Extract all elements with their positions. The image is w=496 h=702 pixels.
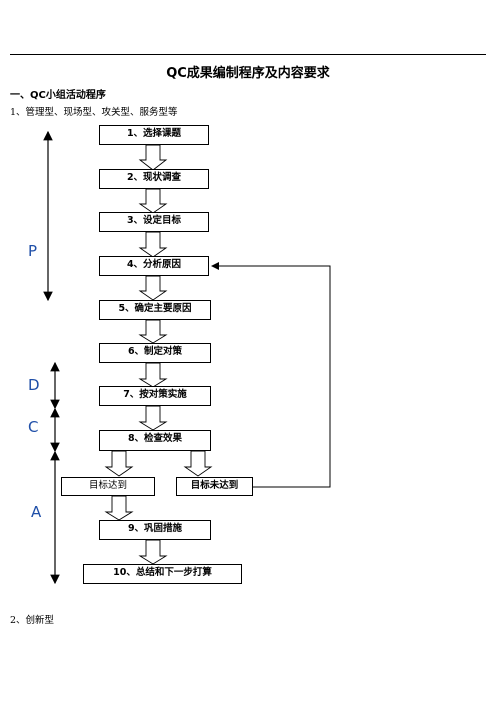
step-box-10: 10、总结和下一步打算 (83, 564, 242, 584)
branch-goal-not-met: 目标未达到 (176, 477, 253, 496)
step-box-5: 5、确定主要原因 (99, 300, 211, 320)
block-arrow (138, 362, 168, 388)
block-arrow (138, 231, 168, 258)
step-box-3: 3、设定目标 (99, 212, 209, 232)
document-title: QC成果编制程序及内容要求 (166, 66, 330, 81)
block-arrow (138, 188, 168, 214)
phase-label-d: D (28, 376, 40, 394)
step-box-9: 9、巩固措施 (99, 520, 211, 540)
block-arrow (138, 144, 168, 171)
item-1-text: 1、管理型、现场型、攻关型、服务型等 (10, 107, 178, 118)
block-arrow (138, 405, 168, 431)
phase-label-p: P (28, 242, 38, 260)
branch-goal-met: 目标达到 (61, 477, 155, 496)
step-box-7: 7、按对策实施 (99, 386, 211, 406)
block-arrow (183, 450, 213, 477)
phase-label-c: C (28, 418, 39, 436)
step-box-4: 4、分析原因 (99, 256, 209, 276)
block-arrow (138, 539, 168, 565)
step-box-1: 1、选择课题 (99, 125, 209, 145)
block-arrow (104, 495, 134, 521)
section-heading: 一、QC小组活动程序 (10, 90, 106, 101)
item-2-text: 2、创新型 (10, 615, 55, 626)
step-box-2: 2、现状调查 (99, 169, 209, 189)
block-arrow (138, 319, 168, 344)
step-box-8: 8、检查效果 (99, 430, 211, 451)
block-arrow (138, 275, 168, 301)
header-rule (10, 54, 486, 55)
block-arrow (104, 450, 134, 477)
phase-label-a: A (31, 503, 42, 521)
feedback-loop-line (211, 262, 331, 488)
step-box-6: 6、制定对策 (99, 343, 211, 363)
